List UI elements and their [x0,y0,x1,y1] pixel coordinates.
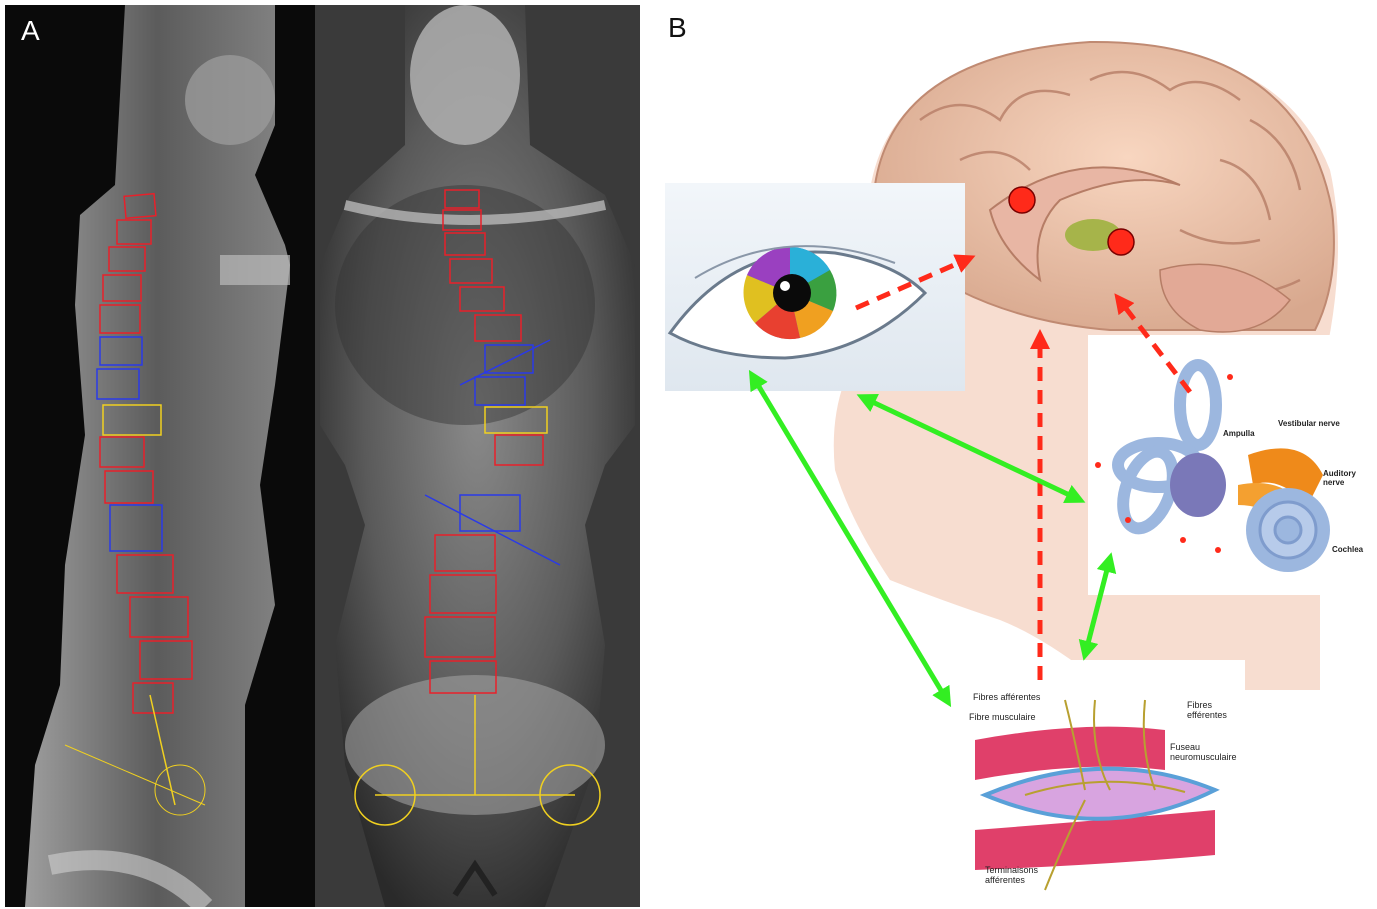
ear-to-brain-arrow [1118,298,1190,392]
eye-ear-arrow [862,397,1080,500]
frontal-view-xray [315,5,640,907]
ear-spindle-arrow [1085,558,1110,655]
lateral-view-xray [25,5,290,907]
arrows-overlay [660,0,1377,909]
panel-a-xray: A [5,5,640,907]
spine-xray-image [5,5,640,907]
eye-to-brain-arrow [856,258,970,308]
panel-b-sensory-diagram: B [660,0,1377,909]
panel-a-label: A [21,15,40,47]
